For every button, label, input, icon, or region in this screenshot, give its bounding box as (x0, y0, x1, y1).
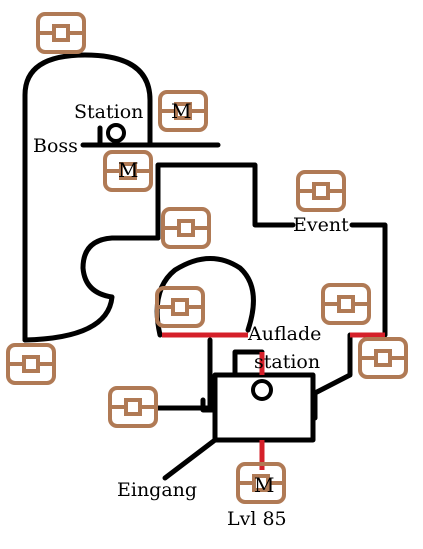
chests (6, 12, 408, 504)
wall-eingang-diagonal (162, 437, 218, 481)
chest-icon (36, 12, 86, 54)
chest-icon (6, 343, 56, 385)
label-aufladestation-line1: Auflade (247, 323, 321, 345)
chest-icon (236, 462, 286, 504)
wall-inner-bump (22, 235, 161, 343)
wall-event-right (349, 222, 388, 338)
merchant-icon: M (171, 99, 191, 123)
label-station: Station (74, 101, 143, 123)
chest-icon (358, 337, 408, 379)
label-boss: Boss (33, 135, 78, 157)
wall-inner-top (155, 162, 296, 241)
label-level: Lvl 85 (227, 508, 287, 530)
wall-lower-dome (154, 256, 256, 338)
wall-recharge-stub (232, 349, 265, 378)
merchant-icon: M (118, 158, 138, 182)
chest-icon (296, 170, 346, 212)
chest-icon (158, 90, 208, 132)
chest-icon (161, 207, 211, 249)
chest-icon (155, 286, 205, 328)
label-eingang: Eingang (117, 479, 197, 501)
chest-icon (321, 283, 371, 325)
chest-icon (103, 150, 153, 192)
label-event: Event (293, 214, 349, 236)
wall-outer-left (22, 52, 153, 343)
merchant-icon: M (254, 473, 274, 497)
label-aufladestation-line2: station (254, 351, 320, 373)
teleport-circle-icon (106, 123, 126, 143)
walls (22, 52, 388, 481)
teleport-circle-icon (251, 379, 273, 401)
wall-right-lower (312, 332, 353, 421)
chest-icon (108, 386, 158, 428)
